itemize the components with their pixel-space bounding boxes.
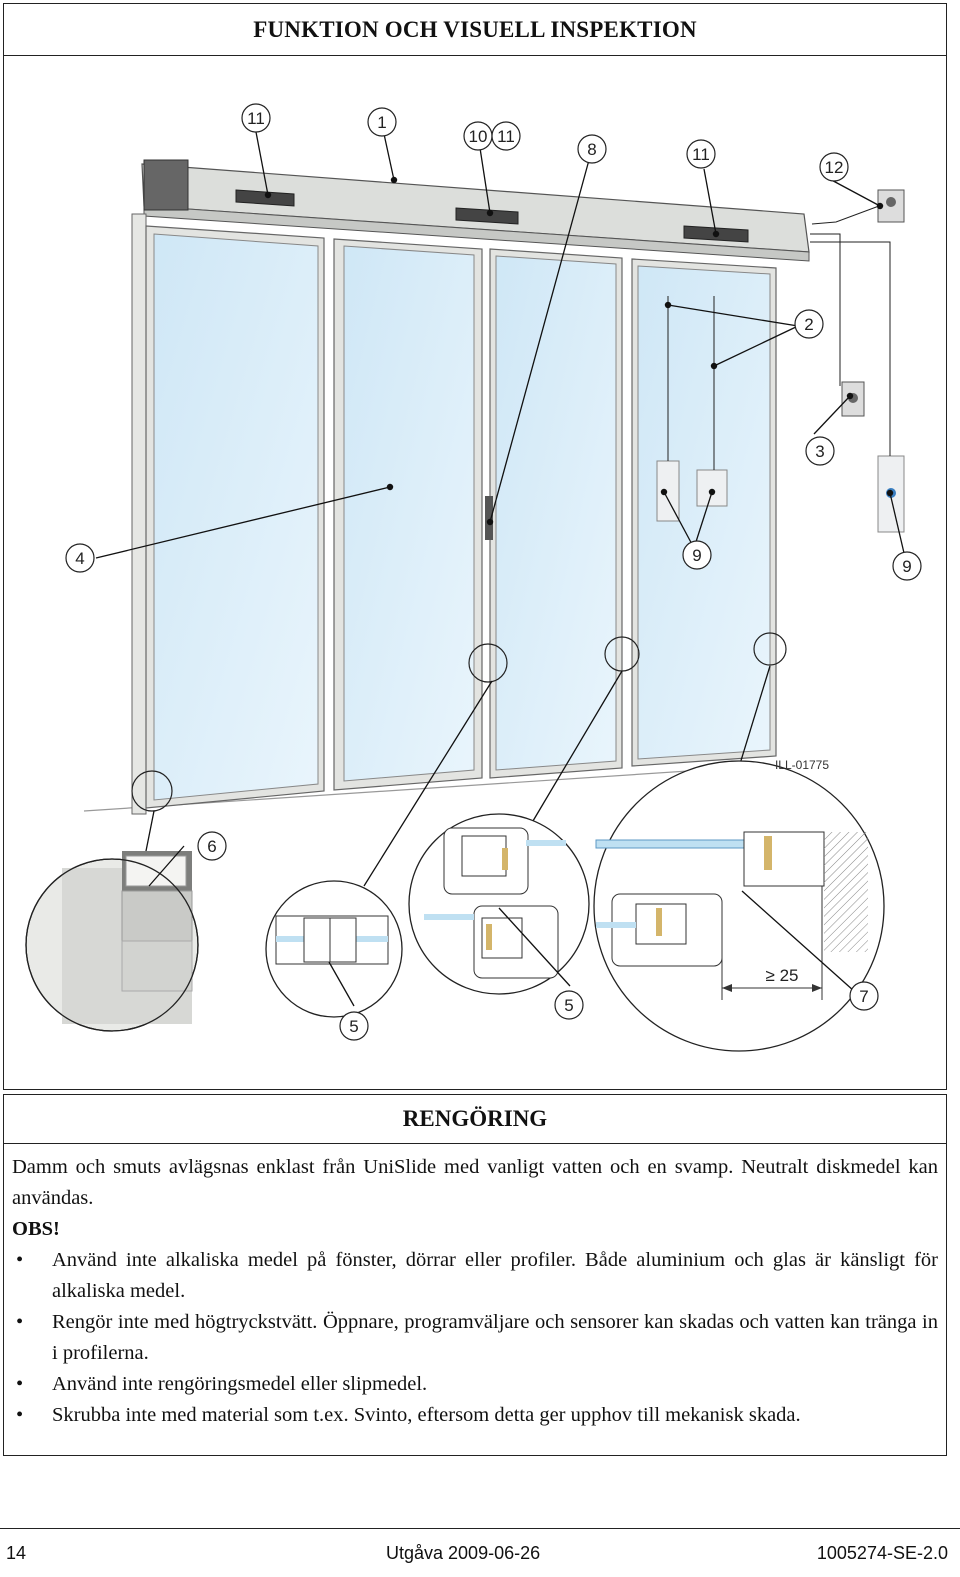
callout-5a: 5 bbox=[349, 1017, 358, 1036]
dimension-label: ≥ 25 bbox=[766, 966, 799, 985]
title-bar: FUNKTION OCH VISUELL INSPEKTION bbox=[4, 4, 946, 56]
callout-11b: 11 bbox=[497, 127, 515, 146]
intro-paragraph: Damm och smuts avlägsnas enklast från Un… bbox=[12, 1156, 938, 1209]
callout-3: 3 bbox=[815, 442, 824, 461]
illustration-id: ILL-01775 bbox=[775, 758, 829, 772]
callout-6: 6 bbox=[207, 837, 216, 856]
list-item: Använd inte rengöringsmedel eller slipme… bbox=[12, 1369, 938, 1400]
obs-label: OBS! bbox=[12, 1218, 60, 1240]
callout-7: 7 bbox=[859, 987, 868, 1006]
list-item: Rengör inte med högtryckstvätt. Öppnare,… bbox=[12, 1307, 938, 1369]
figure-panel: FUNKTION OCH VISUELL INSPEKTION bbox=[3, 3, 947, 1090]
callout-12: 12 bbox=[825, 158, 844, 177]
page-number: 14 bbox=[6, 1543, 27, 1563]
callout-11: 11 bbox=[247, 109, 265, 128]
cleaning-panel: RENGÖRING Damm och smuts avlägsnas enkla… bbox=[3, 1094, 947, 1456]
callout-8: 8 bbox=[587, 140, 596, 159]
page-title: FUNKTION OCH VISUELL INSPEKTION bbox=[253, 16, 697, 42]
list-item: Skrubba inte med material som t.ex. Svin… bbox=[12, 1400, 938, 1431]
warning-list: Använd inte alkaliska medel på fönster, … bbox=[12, 1245, 938, 1431]
callout-5b: 5 bbox=[564, 996, 573, 1015]
page-footer: 14 Utgåva 2009-06-26 1005274-SE-2.0 bbox=[0, 1528, 960, 1577]
edition-date: Utgåva 2009-06-26 bbox=[386, 1543, 541, 1563]
callout-11c: 11 bbox=[692, 145, 710, 164]
section-title-bar: RENGÖRING bbox=[4, 1095, 946, 1144]
callout-1: 1 bbox=[377, 113, 386, 132]
callout-4: 4 bbox=[75, 549, 84, 568]
callout-10: 10 bbox=[469, 127, 488, 146]
callout-2: 2 bbox=[804, 315, 813, 334]
list-item: Använd inte alkaliska medel på fönster, … bbox=[12, 1245, 938, 1307]
callout-9a: 9 bbox=[692, 546, 701, 565]
callout-labels: 11 1 10 11 8 11 12 2 3 bbox=[65, 103, 922, 1041]
section-title: RENGÖRING bbox=[402, 1106, 548, 1131]
document-number: 1005274-SE-2.0 bbox=[816, 1543, 948, 1563]
callout-9b: 9 bbox=[902, 557, 911, 576]
cleaning-text: Damm och smuts avlägsnas enklast från Un… bbox=[4, 1144, 946, 1431]
door-illustration: 11 1 10 11 8 11 12 2 3 bbox=[4, 56, 948, 1090]
